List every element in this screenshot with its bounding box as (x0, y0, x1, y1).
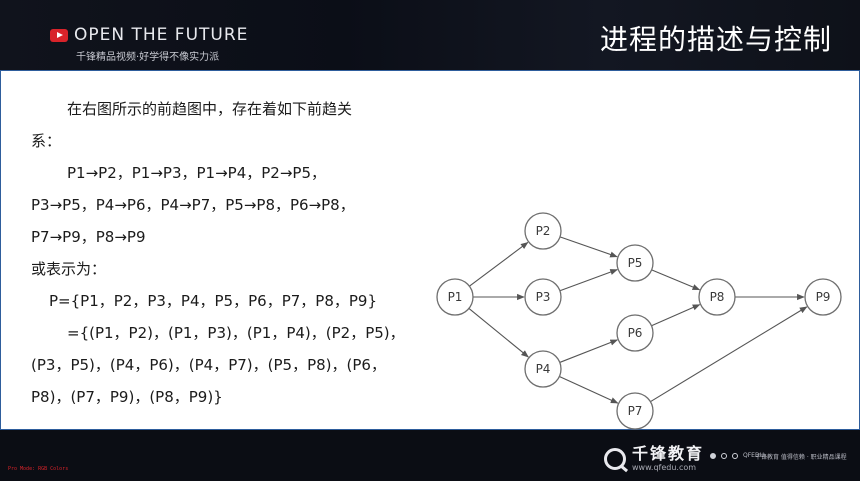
footer-bar (0, 430, 860, 481)
node-label: P4 (536, 362, 551, 376)
edges-layer (468, 236, 808, 404)
brand-title: OPEN THE FUTURE (74, 25, 249, 45)
node-p6: P6 (616, 314, 654, 352)
text-line-8: ={(P1，P2)，(P1，P3)，(P1，P4)，(P2，P5)， (67, 324, 405, 342)
slide-title: 进程的描述与控制 (599, 23, 832, 56)
edge-p1-p2 (469, 241, 529, 287)
q-logo-icon (604, 447, 626, 470)
text-line-1: 在右图所示的前趋图中，存在着如下前趋关 (67, 100, 353, 118)
edge-p4-p6 (559, 339, 619, 363)
edge-p7-p9 (650, 306, 808, 403)
node-p5: P5 (616, 244, 654, 282)
node-label: P7 (628, 404, 643, 418)
node-p3: P3 (524, 278, 562, 316)
play-icon (50, 28, 68, 42)
dot-icon (710, 452, 716, 459)
footer-url: www.qfedu.com (632, 463, 697, 472)
text-line-4: P3→P5，P4→P6，P4→P7，P5→P8，P6→P8， (31, 196, 355, 214)
node-p4: P4 (524, 350, 562, 388)
footer-dots: QFEDU (710, 452, 764, 459)
node-circle (616, 244, 654, 282)
edge-p5-p8 (651, 269, 701, 291)
node-label: P9 (816, 290, 831, 304)
node-label: P5 (628, 256, 643, 270)
dot-icon (732, 452, 738, 459)
text-line-7: P={P1，P2，P3，P4，P5，P6，P7，P8，P9} (49, 292, 378, 310)
edge-p4-p7 (559, 375, 619, 404)
node-p8: P8 (698, 278, 736, 316)
dot-icon (721, 452, 727, 459)
footer-logo: 千锋教育 www.qfedu.com (604, 445, 704, 472)
node-label: P3 (536, 290, 551, 304)
text-line-10: P8)，(P7，P9)，(P8，P9)} (31, 388, 223, 406)
node-p2: P2 (524, 212, 562, 250)
text-line-6: 或表示为： (31, 260, 107, 278)
brand-subtitle: 千锋精品视频·好学得不像实力派 (76, 52, 220, 63)
footer-brand: 千锋教育 (632, 444, 705, 463)
text-line-5: P7→P9，P8→P9 (31, 228, 146, 246)
edge-p6-p8 (651, 304, 701, 327)
precedence-text: 在右图所示的前趋图中，存在着如下前趋关 系： P1→P2，P1→P3，P1→P4… (31, 93, 426, 413)
text-line-9: (P3，P5)，(P4，P6)，(P4，P7)，(P5，P8)，(P6， (31, 356, 386, 374)
node-circle (524, 350, 562, 388)
slide-content: 在右图所示的前趋图中，存在着如下前趋关 系： P1→P2，P1→P3，P1→P4… (0, 70, 860, 430)
brand-block: OPEN THE FUTURE 千锋精品视频·好学得不像实力派 (50, 26, 260, 66)
node-label: P1 (448, 290, 463, 304)
text-line-3: P1→P2，P1→P3，P1→P4，P2→P5， (67, 164, 326, 182)
node-circle (524, 212, 562, 250)
node-label: P6 (628, 326, 643, 340)
brand-row: OPEN THE FUTURE (50, 26, 260, 44)
node-label: P2 (536, 224, 551, 238)
node-label: P8 (710, 290, 725, 304)
text-line-2: 系： (31, 132, 62, 150)
footer-slogan: 千锋教育 值得信赖 · 职业精品课程 (755, 454, 847, 461)
node-p9: P9 (804, 278, 842, 316)
node-circle (524, 278, 562, 316)
footer-brand-text: 千锋教育 www.qfedu.com (632, 444, 705, 473)
node-circle (698, 278, 736, 316)
node-circle (616, 392, 654, 430)
node-circle (616, 314, 654, 352)
node-circle (804, 278, 842, 316)
node-circle (436, 278, 474, 316)
node-p7: P7 (616, 392, 654, 430)
node-p1: P1 (436, 278, 474, 316)
footer-tag: QFEDU (743, 452, 764, 459)
edge-p3-p5 (559, 269, 618, 292)
edge-p2-p5 (559, 236, 618, 258)
edge-p1-p4 (468, 307, 529, 358)
header-bar: OPEN THE FUTURE 千锋精品视频·好学得不像实力派 进程的描述与控制 (0, 0, 860, 70)
corner-note: Pro Mode: RGB Colors (8, 466, 69, 472)
